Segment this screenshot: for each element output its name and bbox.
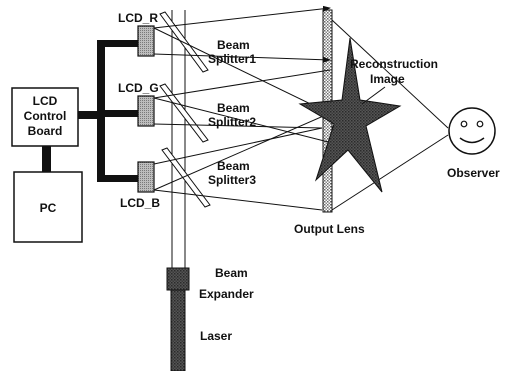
lcd-g-panel — [137, 95, 155, 127]
bs3-label-line1: Beam — [217, 159, 250, 173]
board-label-line2: Control — [24, 109, 67, 123]
laser-label: Laser — [200, 329, 232, 343]
lcd-g-label: LCD_G — [118, 81, 159, 95]
bs1-label-line2: Splitter1 — [208, 52, 256, 66]
board-pc-cable — [42, 146, 51, 172]
lcd-r-label: LCD_R — [118, 11, 158, 25]
board-label-line1: LCD — [33, 94, 58, 108]
smiley-face-icon — [448, 107, 496, 155]
reconstruction-star — [298, 37, 402, 193]
lcd-b-label: LCD_B — [120, 196, 160, 210]
bs3-label-line2: Splitter3 — [208, 173, 256, 187]
beam-expander — [166, 267, 190, 291]
bs1-label-line1: Beam — [217, 38, 250, 52]
expander-label-line1: Beam — [215, 266, 248, 280]
recon-label-line2: Image — [370, 72, 405, 86]
lcd-b-panel — [137, 161, 155, 193]
output-lens-label: Output Lens — [294, 222, 365, 236]
recon-label-line1: Reconstruction — [350, 57, 438, 71]
light-rays — [153, 5, 449, 211]
beam-splitter-1 — [159, 11, 209, 73]
board-label-line3: Board — [28, 124, 63, 138]
lcd-r-panel — [137, 25, 155, 57]
bs2-label-line1: Beam — [217, 101, 250, 115]
pc-label: PC — [40, 201, 57, 215]
lcd-cables — [78, 40, 139, 182]
beam-splitter-3 — [161, 147, 211, 208]
beam-splitter-2 — [159, 83, 209, 143]
expander-label-line2: Expander — [199, 287, 254, 301]
laser-beam — [170, 287, 186, 371]
observer-label: Observer — [447, 166, 500, 180]
